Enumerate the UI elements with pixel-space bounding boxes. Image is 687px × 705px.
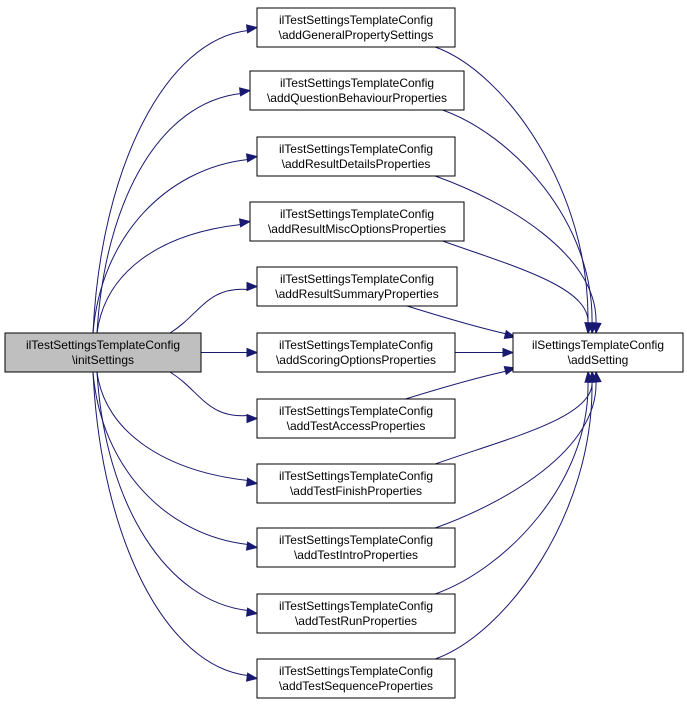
node-add-test-sequence-properties[interactable]: ilTestSettingsTemplateConfig\addTestSequ… — [256, 658, 456, 699]
node-add-test-finish-properties-method: \addTestFinishProperties — [290, 484, 422, 498]
node-add-test-intro-properties-box — [256, 527, 456, 568]
node-add-result-misc-options-properties-method: \addResultMiscOptionsProperties — [268, 222, 446, 236]
node-add-question-behaviour-properties-class: ilTestSettingsTemplateConfig — [280, 76, 434, 90]
edge-init-to-add-test-finish-properties — [96, 371, 249, 481]
edge-add-test-finish-properties-to-add-setting — [435, 381, 593, 465]
arrowhead-init-to-add-test-access-properties — [246, 413, 259, 424]
node-add-result-details-properties-method: \addResultDetailsProperties — [282, 157, 431, 171]
call-edges — [92, 24, 602, 682]
node-add-setting-box — [512, 332, 684, 373]
edge-add-test-sequence-properties-to-add-setting — [435, 381, 593, 660]
arrowhead-add-result-summary-properties-to-add-setting — [503, 329, 517, 340]
node-add-result-summary-properties-class: ilTestSettingsTemplateConfig — [280, 272, 434, 286]
node-add-setting-method: \addSetting — [568, 353, 629, 367]
edge-add-test-access-properties-to-add-setting — [405, 370, 508, 400]
edge-add-result-misc-options-properties-to-add-setting — [442, 240, 589, 324]
node-add-test-run-properties-method: \addTestRunProperties — [295, 614, 417, 628]
node-add-question-behaviour-properties-method: \addQuestionBehaviourProperties — [267, 91, 447, 105]
node-add-result-details-properties[interactable]: ilTestSettingsTemplateConfig\addResultDe… — [256, 136, 456, 177]
edge-add-test-intro-properties-to-add-setting — [435, 381, 597, 529]
node-init-settings-method: \initSettings — [72, 353, 134, 367]
node-add-test-access-properties-box — [256, 398, 456, 439]
node-add-test-access-properties[interactable]: ilTestSettingsTemplateConfig\addTestAcce… — [256, 398, 456, 439]
arrowhead-init-to-add-test-sequence-properties — [245, 672, 259, 682]
node-add-result-summary-properties-method: \addResultSummaryProperties — [275, 287, 438, 301]
edge-init-to-add-result-summary-properties — [169, 288, 249, 334]
arrowhead-add-scoring-options-properties-to-add-setting — [502, 347, 515, 358]
edge-init-to-add-general-property-settings — [92, 30, 249, 334]
edge-add-general-property-settings-to-add-setting — [435, 46, 589, 324]
node-add-scoring-options-properties[interactable]: ilTestSettingsTemplateConfig\addScoringO… — [256, 332, 456, 373]
edge-init-to-add-test-run-properties — [96, 371, 249, 611]
node-add-general-property-settings-class: ilTestSettingsTemplateConfig — [279, 13, 433, 27]
arrowhead-init-to-add-result-details-properties — [245, 153, 259, 163]
node-add-test-access-properties-method: \addTestAccessProperties — [287, 419, 426, 433]
node-add-test-sequence-properties-box — [256, 658, 456, 699]
arrowhead-init-to-add-question-behaviour-properties — [238, 87, 252, 97]
node-add-result-misc-options-properties-class: ilTestSettingsTemplateConfig — [280, 207, 434, 221]
node-add-test-intro-properties[interactable]: ilTestSettingsTemplateConfig\addTestIntr… — [256, 527, 456, 568]
node-init-settings-class: ilTestSettingsTemplateConfig — [26, 338, 180, 352]
node-add-test-run-properties[interactable]: ilTestSettingsTemplateConfig\addTestRunP… — [256, 593, 456, 634]
node-add-general-property-settings[interactable]: ilTestSettingsTemplateConfig\addGeneralP… — [256, 7, 456, 48]
arrowhead-add-result-details-properties-to-add-setting — [592, 322, 602, 335]
node-add-setting[interactable]: ilSettingsTemplateConfig \addSetting — [512, 332, 684, 373]
node-add-general-property-settings-box — [256, 7, 456, 48]
node-add-scoring-options-properties-method: \addScoringOptionsProperties — [276, 353, 436, 367]
callee-nodes: ilTestSettingsTemplateConfig\addGeneralP… — [249, 7, 465, 699]
arrowhead-init-to-add-general-property-settings — [245, 24, 259, 34]
edge-add-question-behaviour-properties-to-add-setting — [442, 109, 593, 324]
arrowhead-add-result-misc-options-properties-to-add-setting — [584, 322, 594, 335]
edge-init-to-add-test-sequence-properties — [92, 371, 249, 676]
node-add-test-finish-properties[interactable]: ilTestSettingsTemplateConfig\addTestFini… — [256, 463, 456, 504]
node-init-settings[interactable]: ilTestSettingsTemplateConfig \initSettin… — [4, 332, 202, 373]
node-add-test-finish-properties-box — [256, 463, 456, 504]
node-add-scoring-options-properties-class: ilTestSettingsTemplateConfig — [279, 338, 433, 352]
arrowhead-init-to-add-test-finish-properties — [245, 477, 259, 487]
node-add-test-run-properties-box — [256, 593, 456, 634]
edge-init-to-add-question-behaviour-properties — [96, 93, 242, 334]
node-add-result-summary-properties[interactable]: ilTestSettingsTemplateConfig\addResultSu… — [256, 266, 458, 307]
node-add-test-intro-properties-class: ilTestSettingsTemplateConfig — [279, 533, 433, 547]
node-add-result-summary-properties-box — [256, 266, 458, 307]
node-add-test-run-properties-class: ilTestSettingsTemplateConfig — [279, 599, 433, 613]
edge-add-result-summary-properties-to-add-setting — [406, 305, 508, 335]
node-add-test-intro-properties-method: \addTestIntroProperties — [294, 548, 418, 562]
arrowhead-init-to-add-test-run-properties — [245, 607, 259, 617]
arrowhead-init-to-add-test-intro-properties — [245, 541, 259, 551]
edge-init-to-add-test-intro-properties — [92, 371, 249, 545]
node-add-question-behaviour-properties-box — [249, 70, 465, 111]
edge-init-to-add-result-details-properties — [92, 159, 249, 334]
edge-init-to-add-test-access-properties — [169, 371, 249, 417]
node-add-test-sequence-properties-method: \addTestSequenceProperties — [279, 679, 433, 693]
node-add-general-property-settings-method: \addGeneralPropertySettings — [279, 28, 434, 42]
arrowhead-add-test-sequence-properties-to-add-setting — [588, 370, 598, 383]
node-add-result-details-properties-class: ilTestSettingsTemplateConfig — [279, 142, 433, 156]
edge-add-result-details-properties-to-add-setting — [435, 175, 597, 324]
node-add-result-misc-options-properties[interactable]: ilTestSettingsTemplateConfig\addResultMi… — [249, 201, 465, 242]
arrowhead-init-to-add-result-misc-options-properties — [238, 218, 252, 228]
edge-init-to-add-result-misc-options-properties — [96, 224, 242, 334]
node-add-test-access-properties-class: ilTestSettingsTemplateConfig — [279, 404, 433, 418]
arrowhead-add-test-access-properties-to-add-setting — [503, 365, 517, 376]
node-add-setting-class: ilSettingsTemplateConfig — [532, 338, 664, 352]
node-add-result-details-properties-box — [256, 136, 456, 177]
arrowhead-init-to-add-scoring-options-properties — [246, 347, 259, 358]
node-add-question-behaviour-properties[interactable]: ilTestSettingsTemplateConfig\addQuestion… — [249, 70, 465, 111]
node-add-scoring-options-properties-box — [256, 332, 456, 373]
edge-add-test-run-properties-to-add-setting — [435, 381, 589, 595]
node-add-test-sequence-properties-class: ilTestSettingsTemplateConfig — [279, 664, 433, 678]
node-init-settings-box — [4, 332, 202, 373]
node-add-result-misc-options-properties-box — [249, 201, 465, 242]
arrowhead-init-to-add-result-summary-properties — [246, 281, 259, 292]
node-add-test-finish-properties-class: ilTestSettingsTemplateConfig — [279, 469, 433, 483]
